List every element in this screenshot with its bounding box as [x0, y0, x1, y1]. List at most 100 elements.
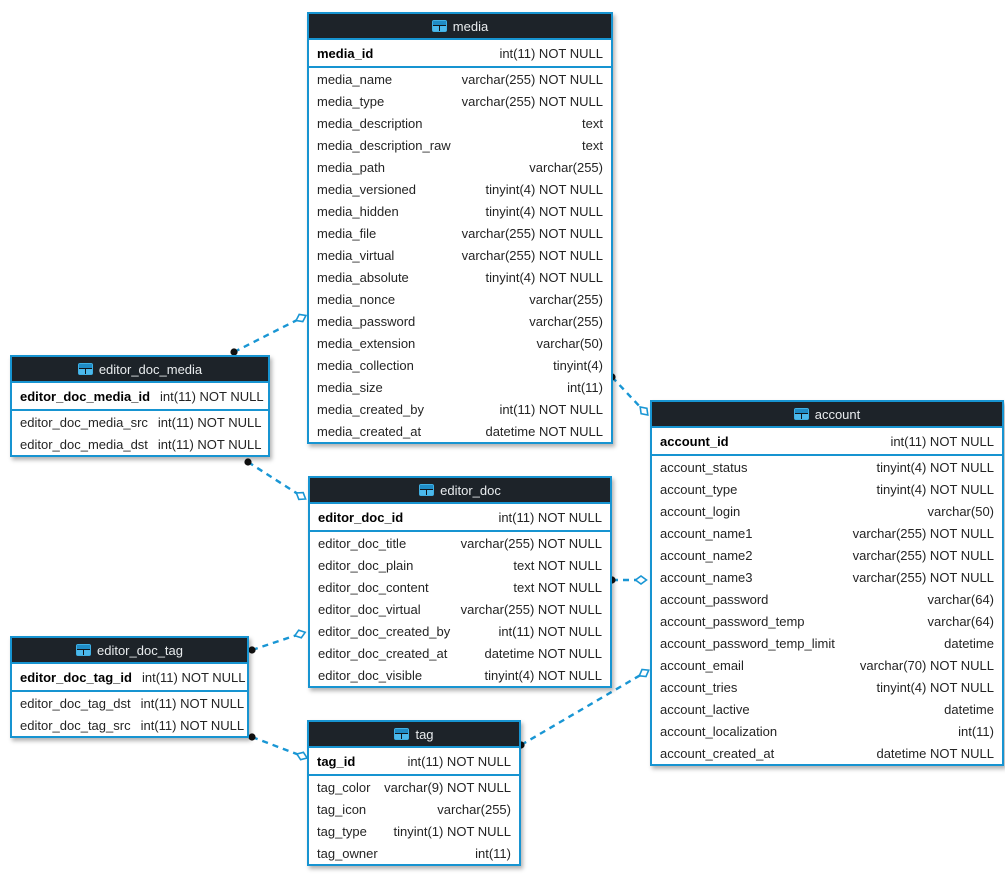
relationship-editor_doc-to-account[interactable]: [608, 575, 648, 585]
table-header[interactable]: editor_doc_media: [12, 357, 268, 383]
column-name: editor_doc_virtual: [318, 601, 421, 617]
column-type: tinyint(4) NOT NULL: [485, 181, 603, 197]
column-name: editor_doc_content: [318, 579, 429, 595]
table-header[interactable]: account: [652, 402, 1002, 428]
column-type: tinyint(4) NOT NULL: [876, 459, 994, 475]
column-name: account_localization: [660, 723, 778, 739]
relationship-editor_doc_tag-to-tag[interactable]: [248, 733, 309, 761]
column-row[interactable]: account_status tinyint(4) NOT NULL: [652, 456, 1002, 478]
column-type: varchar(255): [529, 159, 603, 175]
table-header[interactable]: editor_doc: [310, 478, 610, 504]
column-name: media_type: [317, 93, 385, 109]
relationship-tag-to-account[interactable]: [517, 668, 650, 749]
table-icon: [431, 20, 447, 32]
relationship-line[interactable]: [520, 671, 645, 747]
relationship-line[interactable]: [247, 460, 302, 498]
relationship-line[interactable]: [611, 376, 645, 412]
column-type: datetime NOT NULL: [485, 423, 603, 439]
relationship-line[interactable]: [251, 735, 303, 758]
relationship-editor_doc_tag-to-editor_doc[interactable]: [248, 629, 307, 654]
relationship-editor_doc_media-to-editor_doc[interactable]: [244, 458, 307, 501]
relationship-line[interactable]: [233, 316, 302, 354]
column-name: tag_owner: [317, 845, 378, 861]
relationship-diamond-icon: [293, 629, 307, 639]
column-row[interactable]: account_localization int(11): [652, 720, 1002, 742]
table-icon-cell: [85, 369, 92, 374]
column-type: int(11): [958, 723, 994, 739]
column-name: account_lactive: [660, 701, 750, 717]
table-header[interactable]: editor_doc_tag: [12, 638, 247, 664]
column-type: varchar(255) NOT NULL: [852, 525, 994, 541]
column-name: media_description: [317, 115, 423, 131]
column-name: account_status: [660, 459, 748, 475]
table-header[interactable]: media: [309, 14, 611, 40]
table-header[interactable]: tag: [309, 722, 519, 748]
column-type: varchar(50): [927, 503, 994, 519]
relationship-media-to-account[interactable]: [608, 373, 649, 416]
relationship-editor_doc_media-to-media[interactable]: [230, 313, 308, 356]
relationship-line[interactable]: [251, 632, 301, 652]
column-name: media_file: [317, 225, 377, 241]
column-name: tag_color: [317, 779, 371, 795]
column-type: datetime: [944, 635, 994, 651]
